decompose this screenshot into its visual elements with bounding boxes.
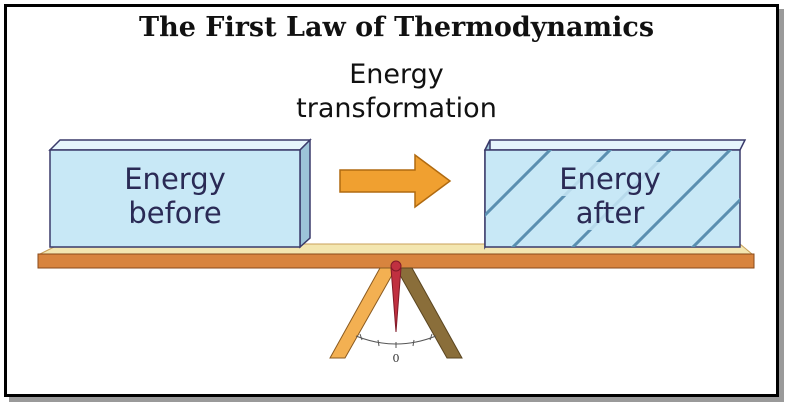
diagram-subtitle: Energy transformation <box>0 58 793 126</box>
scale-zero-label: 0 <box>393 352 400 365</box>
energy-after-line-2: after <box>571 196 649 230</box>
energy-after-label: Energy after <box>485 162 735 230</box>
balance-scale-icon: 0 <box>329 260 463 365</box>
energy-before-line-2: before <box>128 196 222 230</box>
energy-before-label: Energy before <box>50 162 300 230</box>
energy-after-box <box>483 139 747 250</box>
subtitle-line-2: transformation <box>296 93 497 124</box>
right-arrow-icon <box>339 153 452 209</box>
energy-before-box <box>48 138 312 249</box>
diagram-title: The First Law of Thermodynamics <box>138 12 655 43</box>
energy-after-line-1: Energy <box>555 162 665 196</box>
needle-icon <box>390 267 402 333</box>
subtitle-line-1: Energy <box>349 59 444 90</box>
energy-before-line-1: Energy <box>124 162 226 196</box>
